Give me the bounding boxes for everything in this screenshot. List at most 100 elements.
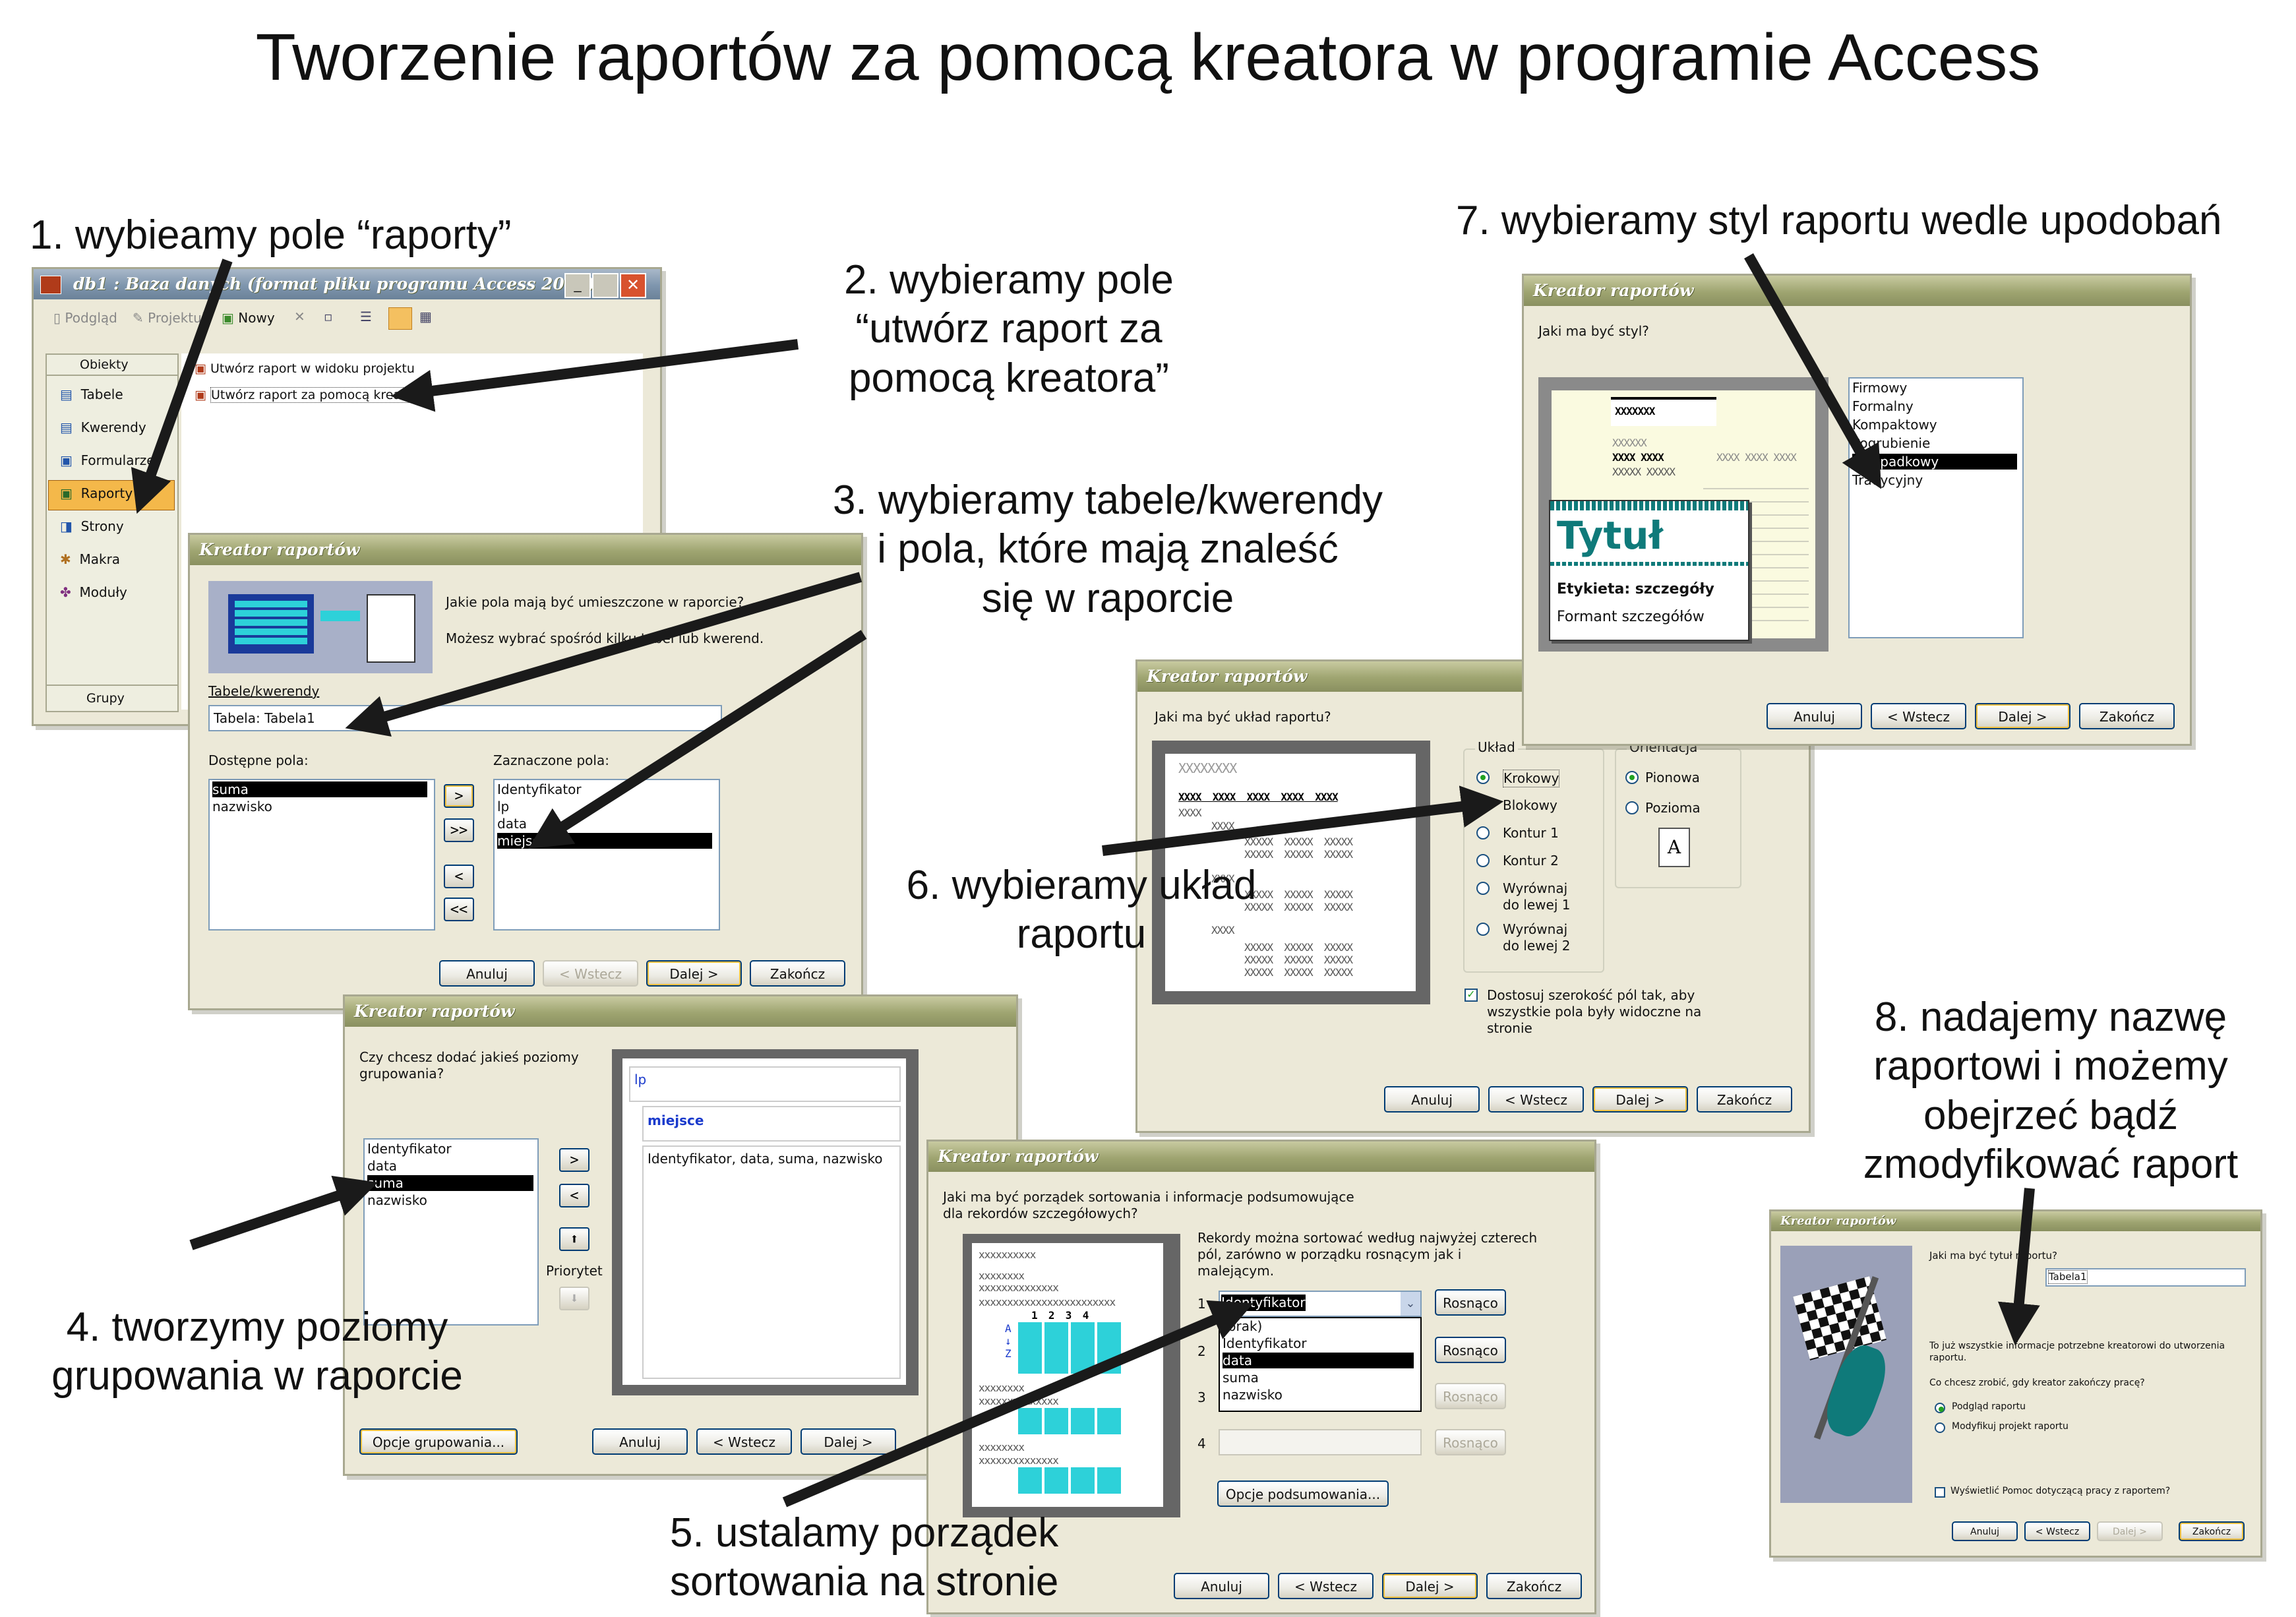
cancel-button[interactable]: Anuluj bbox=[1952, 1521, 2018, 1541]
report-title-input[interactable]: Tabela1 bbox=[2045, 1268, 2246, 1287]
selected-fields-list[interactable]: Identyfikator lp data miejsce bbox=[493, 779, 720, 931]
close-button[interactable]: ✕ bbox=[620, 273, 646, 298]
step8-caption: 8. nadajemy nazwę raportowi i możemy obe… bbox=[1863, 994, 2239, 1188]
sort-field-4-select[interactable] bbox=[1219, 1429, 1422, 1455]
step4-caption: 4. tworzymy poziomy grupowania w raporci… bbox=[51, 1304, 463, 1399]
sort-order-1-button[interactable]: Rosnąco bbox=[1435, 1289, 1506, 1316]
objects-item-tables[interactable]: ▤ Tabele bbox=[60, 386, 123, 402]
objects-item-pages[interactable]: ◨ Strony bbox=[60, 518, 124, 534]
help-checkbox[interactable] bbox=[1935, 1487, 1945, 1498]
style-preview-title-card: Tytuł Etykieta: szczegóły Formant szczeg… bbox=[1549, 500, 1749, 641]
back-button[interactable]: < Wstecz bbox=[543, 960, 638, 987]
sort-order-3-button[interactable]: Rosnąco bbox=[1435, 1383, 1506, 1409]
view-details-icon[interactable] bbox=[388, 307, 412, 330]
list-item[interactable]: Identyfikator bbox=[497, 781, 582, 797]
objects-item-forms[interactable]: ▣ Formularze bbox=[60, 452, 155, 468]
list-item[interactable]: Formalny bbox=[1852, 398, 1914, 414]
next-button[interactable]: Dalej > bbox=[1382, 1573, 1478, 1599]
view-list-icon[interactable]: ☰ bbox=[360, 309, 372, 324]
adjust-width-checkbox[interactable]: ✓ bbox=[1465, 989, 1478, 1002]
list-item[interactable]: suma bbox=[212, 781, 427, 797]
new-icon: ▣ bbox=[222, 310, 239, 326]
create-report-wizard-item[interactable]: ▣ Utwórz raport za pomocą kreatora bbox=[195, 387, 427, 403]
finish-button[interactable]: Zakończ bbox=[2179, 1521, 2245, 1541]
objects-item-modules[interactable]: ✤ Moduły bbox=[60, 584, 127, 600]
back-button[interactable]: < Wstecz bbox=[2024, 1521, 2090, 1541]
table-select-value: Tabela: Tabela1 bbox=[214, 710, 315, 726]
remove-group-button[interactable]: < bbox=[559, 1184, 589, 1207]
cancel-button[interactable]: Anuluj bbox=[1767, 703, 1862, 729]
arrow-step7 bbox=[1744, 253, 1882, 489]
orientation-radio-portrait[interactable] bbox=[1625, 771, 1639, 784]
finish-button[interactable]: Zakończ bbox=[750, 960, 845, 987]
sort-dropdown-list[interactable]: (brak) Identyfikator data suma nazwisko bbox=[1219, 1317, 1422, 1412]
preview-report-radio[interactable] bbox=[1935, 1403, 1945, 1413]
design-toolbar-button[interactable]: ✎ Projektuj bbox=[133, 310, 206, 326]
layout-radio-kontur2[interactable] bbox=[1476, 854, 1490, 867]
cancel-button[interactable]: Anuluj bbox=[1384, 1086, 1480, 1113]
next-button[interactable]: Dalej > bbox=[1592, 1086, 1688, 1113]
back-button[interactable]: < Wstecz bbox=[1278, 1573, 1374, 1599]
next-button[interactable]: Dalej > bbox=[1975, 703, 2070, 729]
chevron-down-icon[interactable]: ⌄ bbox=[1401, 1292, 1420, 1316]
add-group-button[interactable]: > bbox=[559, 1148, 589, 1172]
back-button[interactable]: < Wstecz bbox=[1871, 703, 1966, 729]
list-item[interactable]: data bbox=[367, 1158, 398, 1174]
back-button[interactable]: < Wstecz bbox=[696, 1428, 792, 1455]
add-field-button[interactable]: > bbox=[444, 784, 474, 808]
add-all-fields-button[interactable]: >> bbox=[444, 818, 474, 842]
remove-field-button[interactable]: < bbox=[444, 865, 474, 888]
remove-all-fields-button[interactable]: << bbox=[444, 898, 474, 921]
dropdown-option[interactable]: suma bbox=[1223, 1370, 1259, 1386]
new-toolbar-button[interactable]: ▣ Nowy bbox=[222, 310, 275, 326]
preview-sort-block bbox=[1018, 1408, 1124, 1434]
arrow-step4 bbox=[189, 1175, 378, 1250]
list-item[interactable]: Identyfikator bbox=[367, 1141, 452, 1157]
minimize-button[interactable]: _ bbox=[564, 273, 591, 298]
create-report-design-item[interactable]: ▣ Utwórz raport w widoku projektu bbox=[195, 361, 415, 376]
list-item[interactable]: Firmowy bbox=[1852, 380, 1908, 396]
back-button[interactable]: < Wstecz bbox=[1488, 1086, 1584, 1113]
list-item[interactable]: nazwisko bbox=[212, 799, 272, 814]
layout-radio-align-left-1[interactable] bbox=[1476, 882, 1490, 895]
list-item[interactable]: lp bbox=[497, 799, 510, 814]
layout-radio-align-left-2[interactable] bbox=[1476, 923, 1490, 936]
priority-down-button[interactable]: ⬇ bbox=[559, 1287, 589, 1310]
list-item[interactable]: Kompaktowy bbox=[1852, 417, 1937, 433]
database-icon bbox=[40, 276, 61, 294]
arrow-step2 bbox=[390, 339, 799, 412]
sort-order-4-button[interactable]: Rosnąco bbox=[1435, 1429, 1506, 1455]
form-icon: ▣ bbox=[60, 452, 77, 468]
summary-options-button[interactable]: Opcje podsumowania... bbox=[1217, 1480, 1389, 1507]
grouping-options-button[interactable]: Opcje grupowania... bbox=[359, 1428, 518, 1455]
preview-toolbar-button[interactable]: ▯ Podgląd bbox=[53, 310, 117, 326]
orientation-radio-landscape[interactable] bbox=[1625, 801, 1639, 814]
cancel-button[interactable]: Anuluj bbox=[1174, 1573, 1269, 1599]
cancel-button[interactable]: Anuluj bbox=[439, 960, 535, 987]
next-button[interactable]: Dalej > bbox=[801, 1428, 896, 1455]
list-item[interactable]: data bbox=[497, 816, 528, 832]
maximize-button[interactable] bbox=[592, 273, 619, 298]
selected-fields-label: Zaznaczone pola: bbox=[493, 752, 609, 768]
finish-button[interactable]: Zakończ bbox=[2079, 703, 2175, 729]
objects-item-queries[interactable]: ▤ Kwerendy bbox=[60, 419, 146, 435]
dropdown-option[interactable]: nazwisko bbox=[1223, 1387, 1283, 1403]
next-button[interactable]: Dalej > bbox=[646, 960, 742, 987]
table-select[interactable]: Tabela: Tabela1 bbox=[208, 705, 722, 731]
available-fields-list[interactable]: suma nazwisko bbox=[208, 779, 435, 931]
modify-design-radio[interactable] bbox=[1935, 1422, 1945, 1433]
cancel-button[interactable]: Anuluj bbox=[592, 1428, 688, 1455]
style-preview-format: Formant szczegółów bbox=[1557, 609, 1705, 625]
view-icons-icon[interactable]: ▫ bbox=[324, 309, 333, 324]
finish-button[interactable]: Zakończ bbox=[1697, 1086, 1792, 1113]
style-list[interactable]: Firmowy Formalny Kompaktowy Pogrubienie … bbox=[1848, 377, 2024, 638]
next-button[interactable]: Dalej > bbox=[2097, 1521, 2163, 1541]
dropdown-option[interactable]: data bbox=[1223, 1353, 1414, 1368]
objects-item-macros[interactable]: ✱ Makra bbox=[60, 551, 121, 567]
finish-button[interactable]: Zakończ bbox=[1486, 1573, 1582, 1599]
delete-icon[interactable]: ✕ bbox=[294, 309, 305, 324]
sort-order-2-button[interactable]: Rosnąco bbox=[1435, 1337, 1506, 1363]
priority-up-button[interactable]: ⬆ bbox=[559, 1227, 589, 1251]
view-grid-icon[interactable]: ▦ bbox=[419, 309, 432, 324]
layout-radio-krokowy[interactable] bbox=[1476, 771, 1490, 784]
